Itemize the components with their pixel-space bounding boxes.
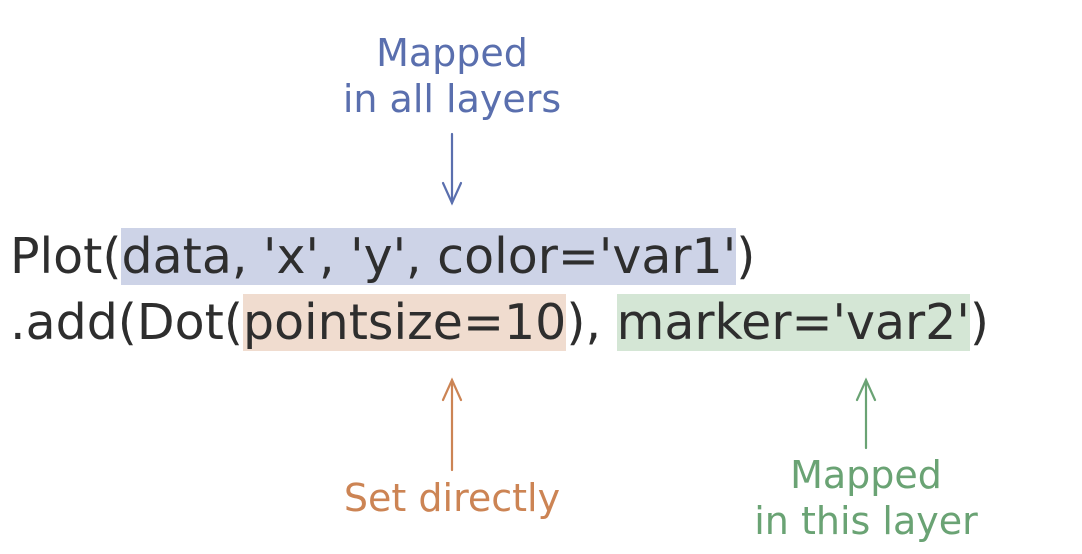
code-line-plot: Plot(data, 'x', 'y', color='var1') <box>10 228 755 286</box>
label-mapped-in-all-layers: Mapped in all layers <box>302 30 602 122</box>
label-mapped-in-this-layer-line1: Mapped <box>790 453 942 497</box>
label-mapped-in-this-layer-line2: in this layer <box>754 499 978 543</box>
code-highlight-mapped-all: data, 'x', 'y', color='var1' <box>121 228 737 285</box>
code-add-middle: ), <box>566 294 617 351</box>
code-highlight-set-directly: pointsize=10 <box>242 294 567 351</box>
arrow-up-orange <box>441 377 463 472</box>
label-mapped-in-this-layer: Mapped in this layer <box>716 452 1016 544</box>
label-set-directly: Set directly <box>302 475 602 521</box>
label-set-directly-line1: Set directly <box>343 476 561 520</box>
label-mapped-in-all-layers-line2: in all layers <box>342 77 562 121</box>
label-mapped-in-all-layers-line1: Mapped <box>376 31 528 75</box>
code-line-add: .add(Dot(pointsize=10), marker='var2') <box>10 294 989 352</box>
code-plot-prefix: Plot( <box>10 228 122 285</box>
code-add-prefix: .add(Dot( <box>10 294 243 351</box>
code-add-suffix: ) <box>969 294 989 351</box>
arrow-up-green <box>855 377 877 450</box>
code-highlight-mapped-layer: marker='var2' <box>616 294 970 351</box>
arrow-down-blue <box>441 132 463 206</box>
code-plot-suffix: ) <box>736 228 756 285</box>
